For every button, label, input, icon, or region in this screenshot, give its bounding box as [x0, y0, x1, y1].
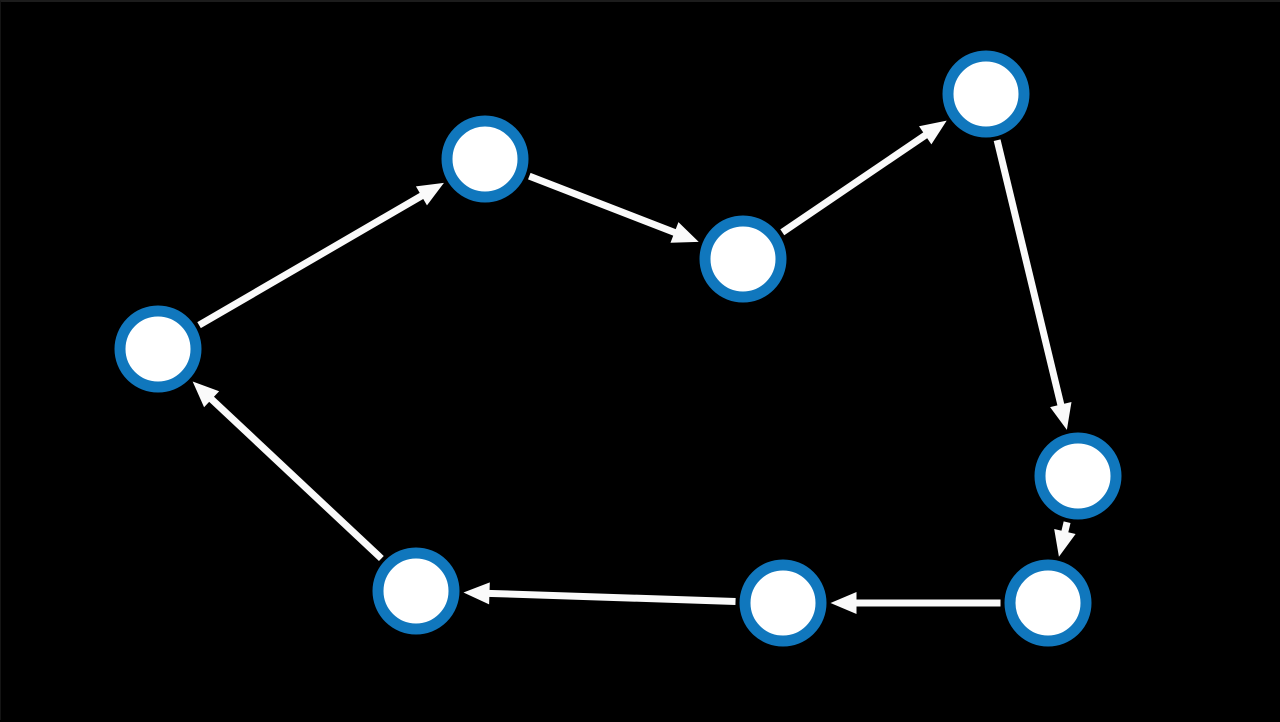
graph-node[interactable] [1004, 559, 1092, 647]
edge-line [528, 172, 678, 237]
edge-arrowhead-icon [463, 582, 490, 605]
node-circle [372, 547, 460, 635]
node-circle [114, 305, 202, 393]
edge-arrowhead-icon [192, 381, 220, 408]
edge-line [993, 139, 1065, 408]
node-circle [1004, 559, 1092, 647]
graph-node[interactable] [1034, 432, 1122, 520]
edge-arrowhead-icon [415, 182, 444, 206]
edge-layer [192, 120, 1076, 614]
edge-line [207, 395, 384, 562]
edge-arrowhead-icon [1050, 401, 1072, 430]
edge-line [197, 191, 425, 329]
edge-arrowhead-icon [830, 592, 857, 614]
node-circle [699, 215, 787, 303]
graph-edge[interactable] [830, 592, 1001, 614]
graph-edge[interactable] [780, 120, 947, 236]
graph-edge[interactable] [197, 182, 444, 329]
edge-arrowhead-icon [670, 222, 699, 243]
node-circle [1034, 432, 1122, 520]
graph-node[interactable] [441, 115, 529, 203]
graph-edge[interactable] [528, 172, 699, 243]
graph-node[interactable] [699, 215, 787, 303]
graph-edge[interactable] [993, 139, 1072, 430]
node-circle [942, 50, 1030, 138]
graph-node[interactable] [942, 50, 1030, 138]
graph-node[interactable] [114, 305, 202, 393]
node-layer [114, 50, 1122, 647]
graph-edge[interactable] [192, 381, 384, 562]
edge-arrowhead-icon [1054, 528, 1076, 557]
node-circle [739, 559, 827, 647]
edge-line [780, 131, 929, 236]
graph-node[interactable] [739, 559, 827, 647]
node-circle [441, 115, 529, 203]
edge-arrowhead-icon [919, 120, 947, 145]
graph-node[interactable] [372, 547, 460, 635]
graph-edge[interactable] [1054, 521, 1076, 557]
graph-edge[interactable] [463, 582, 736, 605]
edge-line [487, 589, 736, 605]
